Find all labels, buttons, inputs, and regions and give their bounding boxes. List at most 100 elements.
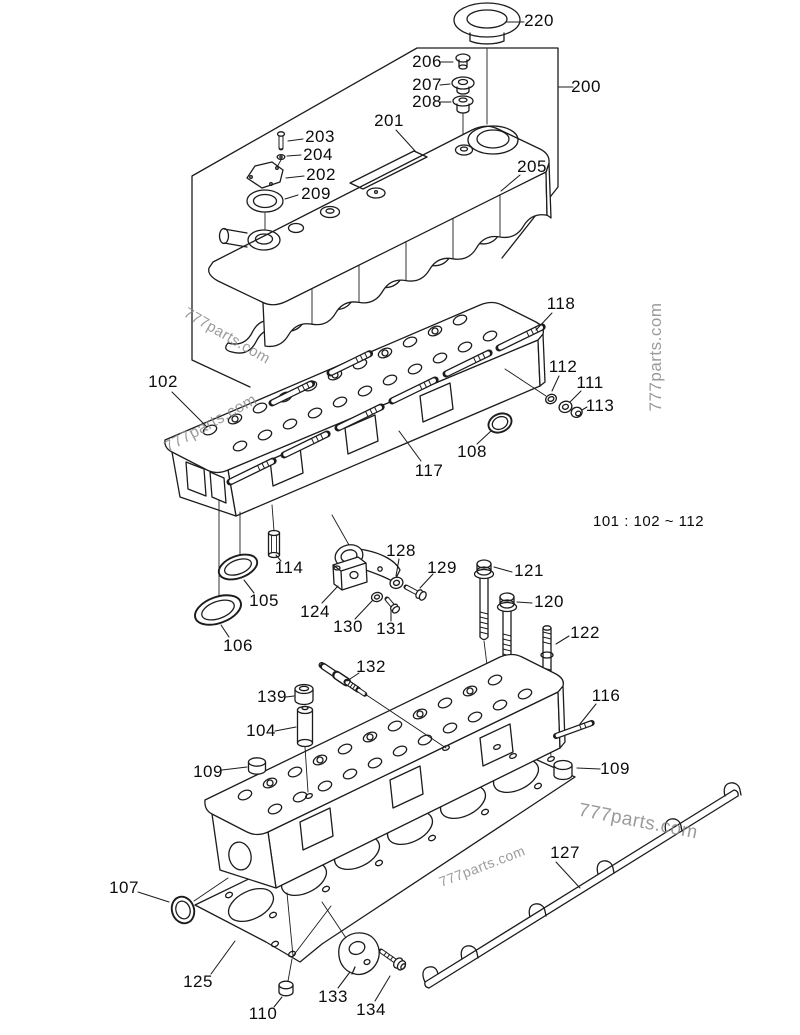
part-label-133: 133 — [318, 987, 348, 1006]
part-label-204: 204 — [303, 145, 333, 164]
cup-plug-109-left — [247, 757, 267, 775]
cup-plug-109-right — [553, 759, 573, 781]
part-label-130: 130 — [333, 617, 363, 636]
leader-line-127 — [555, 861, 581, 889]
cylinder-head-lower — [193, 653, 595, 957]
part-label-220: 220 — [524, 11, 554, 30]
part-label-134: 134 — [356, 1000, 386, 1019]
leader-line-122 — [555, 635, 570, 645]
part-label-200: 200 — [571, 77, 601, 96]
part-label-206: 206 — [412, 52, 442, 71]
leader-line-205 — [500, 174, 521, 192]
washer-204 — [276, 153, 286, 168]
part-label-116: 116 — [591, 686, 621, 705]
leader-line-129 — [419, 573, 434, 589]
leader-line-109-right — [576, 767, 601, 770]
screw-203 — [276, 131, 286, 151]
group-note: 101 : 102 ~ 112 — [593, 513, 705, 530]
watermark-text: 777parts.com — [180, 304, 274, 368]
part-label-110: 110 — [248, 1004, 278, 1023]
part-label-127: 127 — [550, 843, 580, 862]
oil-cap-220 — [453, 2, 521, 125]
leader-line-139 — [285, 695, 295, 698]
watermark-text: 777parts.com — [436, 842, 528, 890]
part-label-201: 201 — [374, 111, 404, 130]
pin-114 — [267, 529, 281, 559]
part-label-131: 131 — [376, 619, 406, 638]
cylinder-head-upper-102 — [164, 301, 547, 598]
part-label-203: 203 — [305, 127, 335, 146]
part-label-102: 102 — [148, 372, 178, 391]
washer-111 — [558, 400, 573, 414]
leader-line-130 — [354, 600, 373, 620]
part-label-107: 107 — [109, 878, 139, 897]
part-label-108: 108 — [457, 442, 487, 461]
leader-line-133 — [337, 971, 351, 989]
leader-line-110 — [273, 996, 283, 1008]
plate-133 — [338, 932, 380, 976]
leader-line-114 — [275, 554, 282, 562]
leader-line-134 — [374, 975, 391, 1002]
part-label-207: 207 — [412, 75, 442, 94]
part-label-125: 125 — [183, 972, 213, 991]
leader-line-108 — [476, 430, 492, 445]
washer-128 — [389, 576, 404, 590]
glow-plug-132 — [318, 661, 447, 749]
seal-108 — [487, 412, 513, 434]
part-label-111: 111 — [576, 373, 604, 392]
part-label-208: 208 — [412, 92, 442, 111]
washer-207 — [451, 76, 475, 95]
valve-guide-104 — [296, 705, 314, 793]
part-label-209: 209 — [301, 184, 331, 203]
breather-gasket-209 — [246, 189, 284, 230]
part-label-122: 122 — [570, 623, 600, 642]
part-label-109-right: 109 — [600, 759, 630, 778]
cup-plug-110 — [278, 958, 294, 997]
plug-206 — [455, 53, 471, 70]
leader-line-128 — [395, 558, 400, 577]
leader-line-106 — [220, 624, 230, 638]
bolt-131 — [384, 596, 401, 614]
leader-line-120 — [516, 601, 533, 604]
bracket-124 — [331, 514, 401, 591]
leader-line-202 — [285, 175, 305, 179]
leader-line-105 — [243, 579, 255, 594]
leader-line-107 — [137, 891, 170, 903]
leader-line-207 — [439, 83, 451, 86]
part-label-132: 132 — [356, 657, 386, 676]
part-label-112: 112 — [548, 357, 578, 376]
watermark-text: 777parts.com — [161, 391, 260, 456]
seal-106 — [194, 594, 242, 626]
watermark-text: 777parts.com — [576, 799, 700, 844]
leader-line-121 — [493, 566, 513, 573]
part-label-129: 129 — [427, 558, 457, 577]
part-label-118: 118 — [546, 294, 576, 313]
part-label-106: 106 — [223, 636, 253, 655]
group-frame-200 — [191, 47, 559, 388]
leader-lines — [137, 21, 601, 1008]
leader-line-201 — [395, 129, 417, 153]
leader-line-132 — [346, 672, 360, 682]
washer-130 — [370, 591, 384, 603]
leader-line-112 — [551, 375, 560, 392]
bolt-134 — [378, 948, 407, 971]
watermark-text: 777parts.com — [646, 302, 665, 412]
studs-117-118 — [226, 323, 546, 486]
leader-line-109-left — [221, 766, 248, 771]
part-label-109-left: 109 — [193, 762, 223, 781]
part-label-120: 120 — [534, 592, 564, 611]
leader-line-203 — [287, 138, 304, 142]
part-label-205: 205 — [517, 157, 547, 176]
part-label-117: 117 — [414, 461, 444, 480]
valve-cap-139 — [294, 683, 314, 706]
leader-line-113 — [581, 406, 588, 411]
part-label-128: 128 — [386, 541, 416, 560]
leader-line-102 — [171, 391, 208, 428]
valve-cover-201 — [208, 125, 552, 348]
leader-line-118 — [535, 312, 553, 331]
leader-line-125 — [210, 940, 236, 975]
part-label-104: 104 — [246, 721, 276, 740]
